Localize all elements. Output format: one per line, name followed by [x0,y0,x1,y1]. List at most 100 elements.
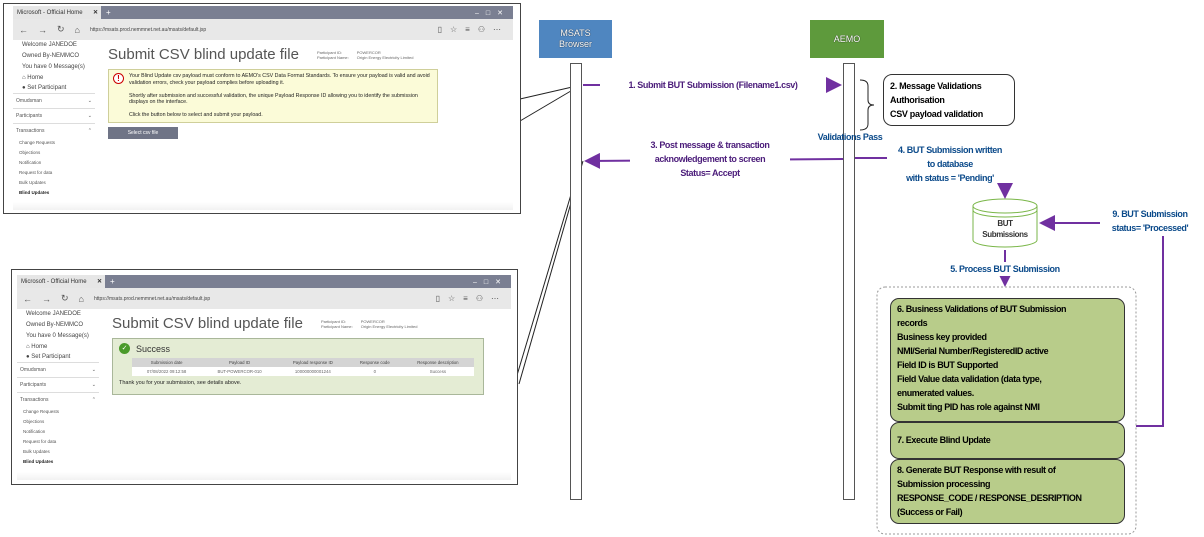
close-tab-icon[interactable]: ✕ [92,10,98,16]
col-header: Payload ID [201,358,278,367]
new-tab-icon[interactable]: + [110,277,115,286]
sub-change-requests[interactable]: Change Requests [23,409,60,414]
browser-window: Microsoft - Official Home✕ + –□✕ ← → ↻ ⌂ ht… [17,275,511,480]
sub-objections[interactable]: Objections [23,419,45,424]
col-header: Payload response ID [277,358,348,367]
chevron-down-icon: ⌄ [87,113,92,119]
section-transactions[interactable]: Transactions⌃ [17,392,99,407]
page-title: Submit CSV blind update file [108,46,299,63]
sub-notification[interactable]: Notification [23,429,46,434]
col-header: Response description [401,358,474,367]
messages-text[interactable]: You have 0 Message(s) [26,333,89,339]
url-field[interactable]: https://msats.prod.nemmnet.net.au/msats/… [89,26,207,33]
sidebar: Welcome JANEDOE Owned By-NEMMCO You have… [17,309,99,467]
section-omudsman[interactable]: Omudsman⌄ [17,362,99,377]
database-icon [972,198,1038,248]
sub-change-requests[interactable]: Change Requests [19,140,56,145]
warning-box: ! Your Blind Update csv payload must con… [108,69,438,123]
window-controls[interactable]: –□✕ [475,9,510,17]
tab-bar: Microsoft - Official Home ✕ + –□✕ [13,6,513,19]
validations-pass-label: Validations Pass [817,132,883,142]
sub-request-for-data[interactable]: Request for data [19,170,53,175]
welcome-text: Welcome JANEDOE [22,42,77,48]
step5-label: 5. Process BUT Submission [930,262,1080,276]
browser-window: Microsoft - Official Home ✕ + –□✕ ← → ↻ ⌂ ht… [13,6,513,210]
step7-box: 7. Execute Blind Update [890,422,1125,459]
address-bar: ← → ↻ ⌂ https://msats.prod.nemmnet.net.au/m… [17,288,511,309]
col-header: Submission date [132,358,202,367]
person-icon: ● [26,354,32,360]
process-group-border [876,286,1137,535]
arrow-step9 [1136,236,1164,427]
person-icon: ● [22,85,28,91]
sub-objections[interactable]: Objections [19,150,41,155]
forward-icon[interactable]: → [38,24,47,35]
welcome-text: Welcome JANEDOE [26,311,81,317]
sub-notification[interactable]: Notification [19,160,42,165]
screenshot-submit-page: Microsoft - Official Home ✕ + –□✕ ← → ↻ ⌂ ht… [3,3,521,214]
select-csv-button[interactable]: Select csv file [108,126,178,139]
sub-bulk-updates[interactable]: Bulk Updates [23,449,50,454]
section-participants[interactable]: Participants⌄ [13,108,95,123]
nav-home[interactable]: ⌂ Home [26,344,48,350]
page-title: Submit CSV blind update file [112,315,303,332]
section-transactions[interactable]: Transactions⌃ [13,123,95,138]
sub-blind-updates[interactable]: Blind Updates [23,459,54,464]
owned-by-text: Owned By-NEMMCO [26,322,84,328]
chevron-up-icon: ⌃ [91,397,96,403]
lock-icon: ⌂ [74,24,80,35]
refresh-icon[interactable]: ↻ [61,293,69,303]
step6-box: 6. Business Validations of BUT Submissio… [890,298,1125,422]
refresh-icon[interactable]: ↻ [57,24,65,34]
section-omudsman[interactable]: Omudsman⌄ [13,93,95,108]
back-icon[interactable]: ← [23,293,32,304]
owned-by-text: Owned By-NEMMCO [22,53,80,59]
sub-request-for-data[interactable]: Request for data [23,439,57,444]
brace [859,79,875,131]
tab-title: Microsoft - Official Home [17,9,83,16]
browser-tools-icons[interactable]: ▯☆≡⚇⋯ [437,25,509,34]
lock-icon: ⌂ [78,293,84,304]
forward-icon[interactable]: → [42,293,51,304]
chevron-up-icon: ⌃ [87,128,92,134]
nav-set-participant[interactable]: ● Set Participant [22,85,67,91]
main-content: Submit CSV blind update file Participant… [108,46,513,139]
window-controls[interactable]: –□✕ [473,278,508,286]
home-icon: ⌂ [22,75,28,81]
browser-tab[interactable]: Microsoft - Official Home✕ [17,275,105,288]
step1-label: 1. Submit BUT Submission (Filename1.csv) [600,78,826,92]
sub-bulk-updates[interactable]: Bulk Updates [19,180,46,185]
url-field[interactable]: https://msats.prod.nemmnet.net.au/msats/… [93,295,211,302]
warning-icon: ! [113,73,124,84]
new-tab-icon[interactable]: + [106,8,111,17]
nav-home[interactable]: ⌂ Home [22,75,44,81]
section-participants[interactable]: Participants⌄ [17,377,99,392]
success-title: Success [136,343,171,354]
nav-set-participant[interactable]: ● Set Participant [26,354,71,360]
messages-text[interactable]: You have 0 Message(s) [22,64,85,70]
close-tab-icon[interactable]: ✕ [96,279,102,285]
thanks-text: Thank you for your submission, see detai… [119,380,242,386]
chevron-down-icon: ⌄ [87,98,92,104]
sub-blind-updates[interactable]: Blind Updates [19,190,50,195]
lifeline-aemo [843,63,855,500]
actor-aemo: AEMO [810,20,884,58]
lifeline-msats [570,63,582,500]
browser-tools-icons[interactable]: ▯☆≡⚇⋯ [435,294,507,303]
chevron-down-icon: ⌄ [91,382,96,388]
back-icon[interactable]: ← [19,24,28,35]
main-content: Submit CSV blind update file Participant… [112,315,511,395]
torn-edge [17,472,511,480]
col-header: Response code [347,358,402,367]
browser-tab[interactable]: Microsoft - Official Home ✕ [13,6,101,19]
